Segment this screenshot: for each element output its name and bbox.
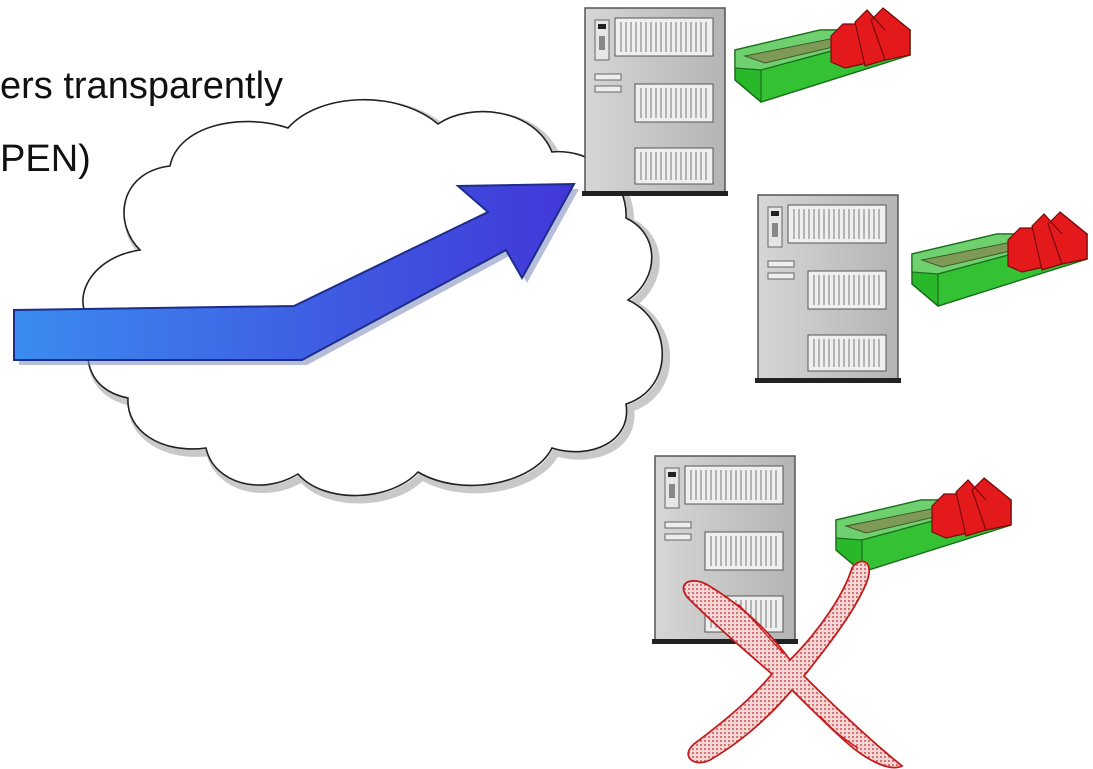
disk-tray-icon [734, 7, 911, 103]
redirect-arrow-icon [13, 182, 579, 365]
caption-line-1: ers transparently [0, 65, 284, 107]
failure-cross-icon [682, 560, 904, 769]
server-icon [581, 7, 729, 197]
disk-tray-icon [835, 477, 1012, 573]
caption-line-2: PEN) [0, 138, 91, 180]
disk-tray-icon [911, 211, 1088, 307]
server-icon [754, 194, 902, 384]
